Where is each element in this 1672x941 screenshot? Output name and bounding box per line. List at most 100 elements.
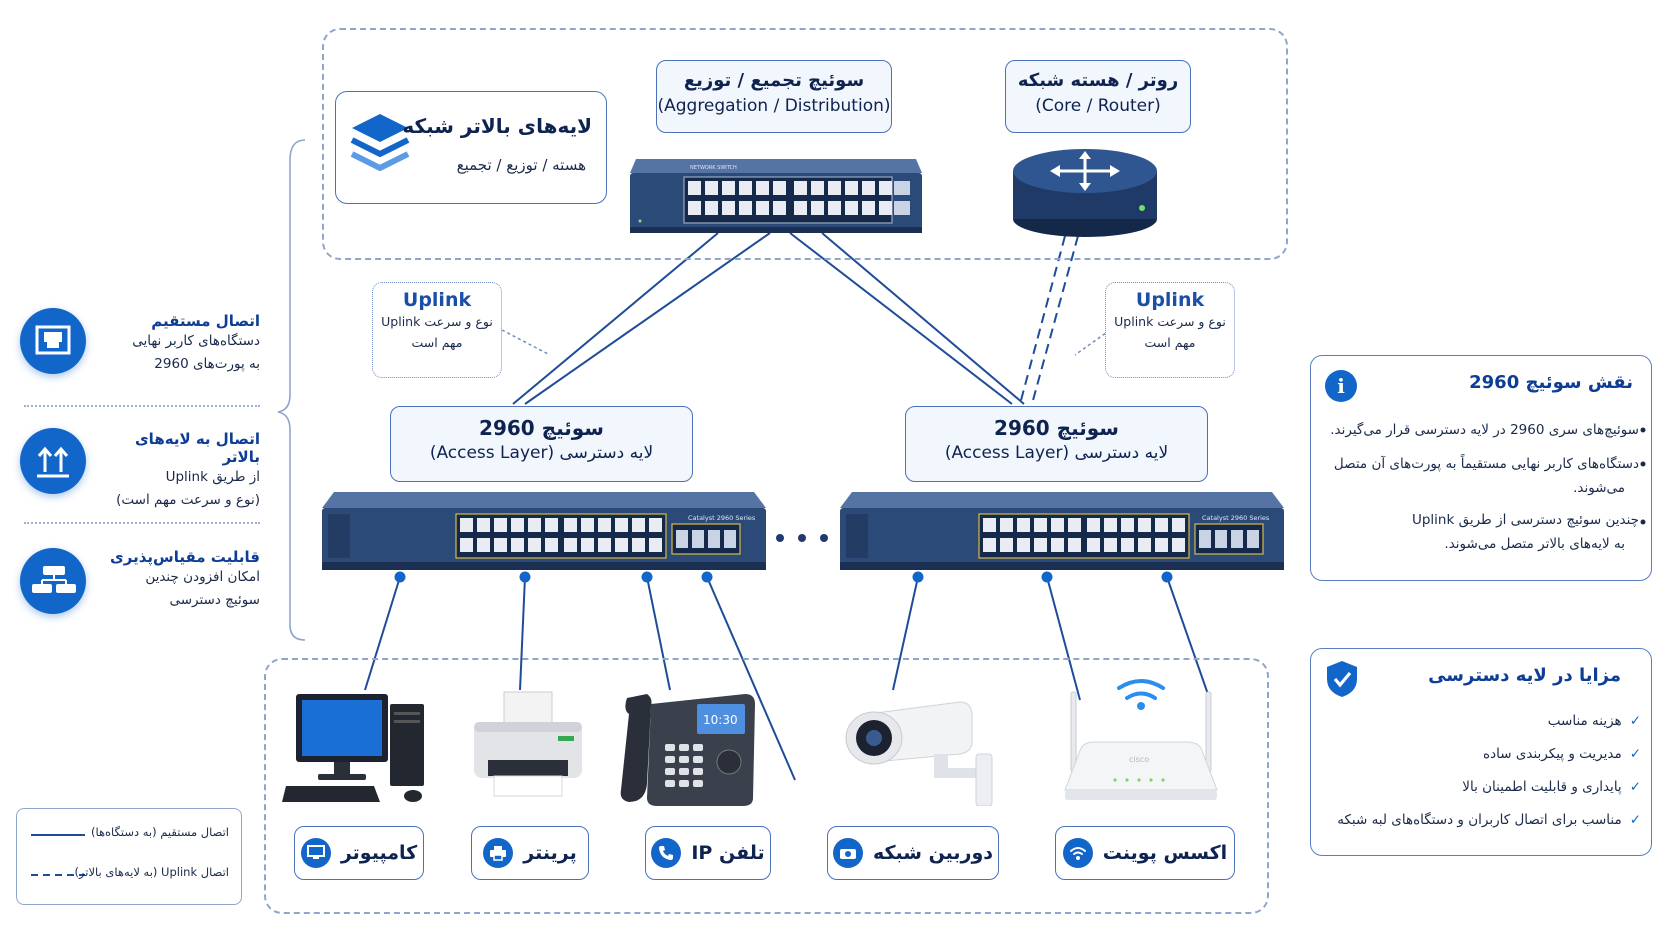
legend-solid-text: اتصال مستقیم (به دستگاه‌ها) (90, 825, 229, 839)
link-ap-a (1046, 576, 1081, 701)
switch-port (983, 538, 996, 552)
port-dot (1041, 571, 1053, 583)
aggregation-switch: NETWORK SWITCH (630, 159, 922, 233)
switch-port (477, 518, 490, 532)
switch-port (1215, 530, 1227, 548)
access-left-model: Catalyst 2960 Series (688, 514, 756, 522)
role-bullet: دستگاه‌های کاربر نهایی مستقیماً به پورت‌… (1333, 456, 1639, 472)
benefits-panel: مزایا در لایه دسترسی ✓هزینه مناسب ✓مدیری… (1310, 648, 1652, 856)
switch-port (1034, 518, 1047, 532)
switch-port (676, 530, 688, 548)
switch-port (1068, 518, 1081, 532)
core-title: روتر / هسته شبکه (1017, 70, 1179, 91)
switch-port (862, 201, 875, 215)
switch-port (1155, 518, 1168, 532)
left-item-scalability: قابلیت مقیاس‌پذیری امکان افزودن چندین سو… (100, 548, 260, 612)
upper-layers-card: لایه‌های بالاتر شبکه هسته / توزیع / تجمی… (335, 91, 607, 204)
aggregation-title: سوئیچ تجمیع / توزیع (683, 70, 865, 91)
device-label-computer: کامپیوتر (294, 826, 424, 880)
role-bullet: چندین سوئیچ دسترسی از طریق Uplink (1411, 512, 1639, 528)
switch-port (528, 518, 541, 532)
callout-left-line2: مهم است (411, 335, 463, 350)
switch-port (811, 201, 824, 215)
callout-right-line2: مهم است (1144, 335, 1196, 350)
switch-port (828, 181, 841, 195)
switch-port (1199, 530, 1211, 548)
callout-right-line1: نوع و سرعت Uplink (1114, 314, 1226, 329)
switch-port (1138, 518, 1151, 532)
left-item-scalability-line1: امکان افزودن چندین (145, 569, 260, 585)
device-label-camera: دوربین شبکه (827, 826, 999, 880)
switch-port (1172, 518, 1185, 532)
switch-port (528, 538, 541, 552)
switch-port (1051, 538, 1064, 552)
upper-layers-region (322, 28, 1288, 260)
left-item-uplink-title: اتصال به لایه‌های بالاتر (134, 430, 260, 466)
role-panel-title: نقش سوئیچ 2960 (1469, 372, 1633, 393)
switch-port (545, 538, 558, 552)
aggregation-subtitle: (Aggregation / Distribution) (657, 96, 891, 116)
link-computer (364, 576, 401, 691)
link-camera (892, 576, 919, 691)
benefit-text: پایداری و قابلیت اطمینان بالا (1462, 779, 1622, 795)
switch-port (1034, 538, 1047, 552)
switch-port (1000, 518, 1013, 532)
layers-icon (350, 114, 410, 171)
switch-port (1138, 538, 1151, 552)
switch-port (1155, 538, 1168, 552)
camera-icon (832, 838, 863, 868)
switch-port (722, 181, 735, 195)
switch-port (494, 538, 507, 552)
aggregation-switch-brand: NETWORK SWITCH (690, 165, 737, 171)
switch-port (845, 201, 858, 215)
switch-port (739, 181, 752, 195)
legend-dashed-line (31, 874, 85, 876)
switch-port (705, 181, 718, 195)
left-item-uplink-line1: از طریق Uplink (165, 469, 260, 485)
switch-port (1017, 538, 1030, 552)
port-dot (641, 571, 653, 583)
left-item-direct: اتصال مستقیم دستگاه‌های کاربر نهایی به پ… (100, 312, 260, 376)
upper-layers-subtitle: هسته / توزیع / تجمیع (456, 156, 586, 174)
uplink-router-right-a (1019, 235, 1066, 405)
switch-port (773, 201, 786, 215)
switch-port (581, 518, 594, 532)
switch-port (564, 538, 577, 552)
link-ap-b (1166, 576, 1211, 701)
switch-port (545, 518, 558, 532)
left-item-scalability-title: قابلیت مقیاس‌پذیری (110, 548, 260, 566)
switch-port (455, 513, 667, 559)
switch-port (1104, 518, 1117, 532)
access-right-model: Catalyst 2960 Series (1202, 514, 1270, 522)
switch-port (879, 201, 892, 215)
callout-right-pointer (1074, 329, 1111, 356)
switch-port (722, 201, 735, 215)
switch-port (511, 518, 524, 532)
switch-port (598, 518, 611, 532)
role-bullet-dots (1640, 427, 1646, 525)
switch-port (983, 518, 996, 532)
check-icon: ✓ (1629, 713, 1641, 729)
port-dot (519, 571, 531, 583)
switch-port (756, 181, 769, 195)
switch-port (794, 201, 807, 215)
legend-dashed-text: اتصال Uplink (به لایه‌های بالاتر) (74, 865, 229, 879)
access-left-title: سوئیچ 2960 (479, 416, 604, 440)
port-dot (912, 571, 924, 583)
left-item-uplink: اتصال به لایه‌های بالاتر از طریق Uplink … (100, 430, 260, 512)
access-right-label: سوئیچ 2960 لایه دسترسی (Access Layer) (905, 406, 1208, 482)
switch-port (688, 181, 701, 195)
legend-solid-line (31, 834, 85, 836)
callout-left-line1: نوع و سرعت Uplink (381, 314, 493, 329)
switch-port (598, 538, 611, 552)
device-label-text: دوربین شبکه (872, 842, 994, 864)
switch-port (862, 181, 875, 195)
computer-illustration (282, 694, 424, 802)
uplink-callout-left: Uplink نوع و سرعت Uplink مهم است (372, 282, 502, 378)
legend: اتصال مستقیم (به دستگاه‌ها) اتصال Uplink… (16, 808, 242, 905)
network-camera-illustration (845, 701, 993, 806)
uplink-arrows-icon (20, 428, 86, 494)
left-item-direct-title: اتصال مستقیم (151, 312, 260, 330)
callout-left-pointer (501, 329, 551, 356)
